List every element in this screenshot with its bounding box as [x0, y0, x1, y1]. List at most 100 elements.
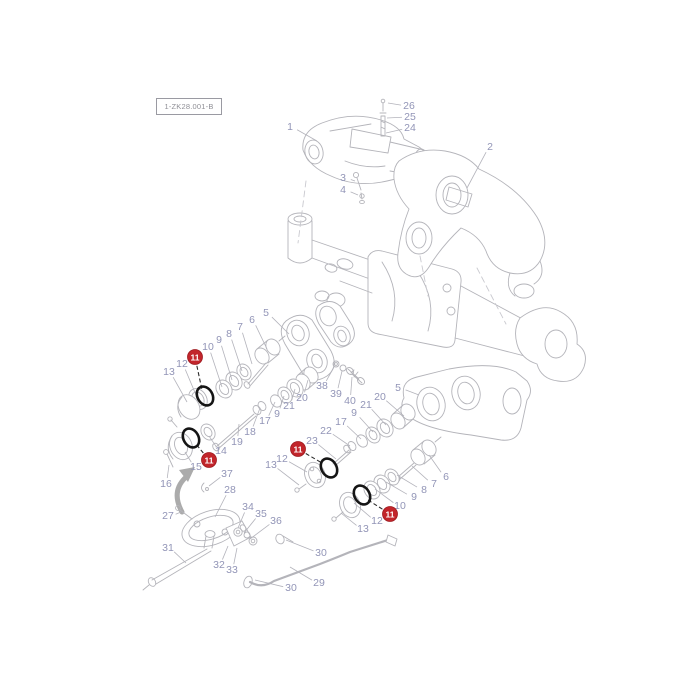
leader-line: [237, 512, 245, 529]
leader-line: [214, 495, 227, 518]
part-label-10-52: 10: [394, 500, 406, 512]
leader-line: [175, 511, 182, 515]
leader-line: [208, 435, 217, 447]
part-label-34-33: 34: [242, 501, 254, 513]
kingpin-bracket-right: [401, 365, 531, 441]
part-label-29-37: 29: [313, 577, 325, 589]
oring-part-11: [195, 385, 215, 407]
leader-line: [353, 502, 371, 518]
leader-line: [332, 433, 351, 447]
leader-line: [396, 474, 418, 488]
part-label-9-11: 9: [216, 334, 222, 346]
part-label-31-30: 31: [162, 542, 174, 554]
part-label-39-16: 39: [330, 388, 342, 400]
leader-line: [249, 524, 270, 540]
leader-line: [221, 345, 233, 381]
diagram-line-art: [142, 98, 586, 591]
highlighted-callouts: 11 11 11 11: [187, 349, 398, 522]
highlight-number: 11: [191, 353, 200, 363]
part-label-8-50: 8: [421, 484, 427, 496]
top-bolt-group: [379, 98, 387, 137]
part-label-37-27: 37: [221, 468, 233, 480]
part-label-26-1: 26: [403, 100, 415, 112]
part-label-30-36: 30: [285, 582, 297, 594]
part-label-8-10: 8: [226, 328, 232, 340]
part-label-18-22: 18: [244, 426, 256, 438]
part-label-6-48: 6: [443, 471, 449, 483]
part-label-12-53: 12: [371, 515, 383, 527]
leader-line: [279, 395, 285, 409]
highlight-callout-11-0[interactable]: 11: [187, 349, 203, 365]
brake-hose: [243, 533, 398, 589]
leader-line: [385, 481, 408, 495]
leader-line: [374, 488, 394, 503]
leader-line: [337, 370, 343, 389]
leader-line: [271, 316, 290, 335]
leader-line: [359, 416, 374, 433]
part-label-12-13: 12: [176, 358, 188, 370]
leader-line: [252, 407, 261, 427]
leader-line: [285, 539, 314, 552]
oring-part-11: [181, 427, 201, 449]
leader-line: [208, 477, 221, 487]
part-label-5-7: 5: [263, 307, 269, 319]
part-label-20-18: 20: [296, 392, 308, 404]
assembly-arrow: [174, 467, 195, 515]
part-label-12-46: 12: [276, 453, 288, 465]
pin-and-washer: [352, 171, 365, 205]
part-label-23-45: 23: [306, 435, 318, 447]
highlight-number: 11: [205, 456, 214, 466]
leader-line: [325, 366, 335, 382]
part-label-33-32: 33: [226, 564, 238, 576]
leader-line: [411, 465, 429, 481]
part-label-7-49: 7: [431, 478, 437, 490]
highlight-circle[interactable]: [382, 506, 398, 522]
highlight-circle[interactable]: [290, 441, 306, 457]
highlight-number: 11: [294, 445, 303, 455]
part-label-27-29: 27: [162, 510, 174, 522]
leader-line: [231, 339, 243, 372]
leader-line: [387, 102, 402, 106]
highlight-callout-11-3[interactable]: 11: [382, 506, 398, 522]
bearing-stack-left-lower: [200, 366, 319, 452]
oring-part-11: [319, 457, 339, 479]
part-label-16-26: 16: [160, 478, 172, 490]
cover-28: [181, 508, 241, 548]
highlight-circle[interactable]: [187, 349, 203, 365]
part-label-17-43: 17: [335, 416, 347, 428]
highlight-callout-11-2[interactable]: 11: [290, 441, 306, 457]
leader-line: [405, 389, 420, 396]
leader-line: [350, 191, 359, 196]
axle-housing: [287, 212, 544, 361]
part-label-36-35: 36: [270, 515, 282, 527]
part-label-10-12: 10: [202, 341, 214, 353]
detent-group: [332, 360, 365, 385]
leader-line: [318, 444, 337, 460]
assembly-axis-line: [297, 180, 507, 325]
leader-line: [237, 423, 240, 437]
part-label-5-39: 5: [395, 382, 401, 394]
leader-line: [233, 547, 238, 565]
highlight-callout-11-1[interactable]: 11: [201, 452, 217, 468]
part-label-13-47: 13: [265, 459, 277, 471]
highlight-leader-line: [305, 453, 323, 464]
part-label-19-23: 19: [231, 436, 243, 448]
leader-line: [242, 332, 253, 365]
part-label-22-44: 22: [320, 425, 332, 437]
part-label-9-51: 9: [411, 491, 417, 503]
leader-line: [268, 401, 276, 416]
leader-line: [184, 451, 192, 463]
leader-line: [184, 369, 197, 396]
part-label-32-31: 32: [213, 559, 225, 571]
leader-line: [428, 454, 442, 473]
oring-part-11: [352, 484, 372, 506]
highlighted-orings: [181, 385, 372, 506]
kingpin-yoke-rear: [315, 301, 355, 348]
highlight-circle[interactable]: [201, 452, 217, 468]
leader-line: [350, 376, 353, 396]
leader-line: [296, 129, 318, 142]
highlight-number: 11: [386, 510, 395, 520]
swing-arm: [393, 149, 546, 299]
bearing-stack-left-upper: [167, 335, 286, 428]
bearing-stack-right-upper: [294, 403, 416, 493]
